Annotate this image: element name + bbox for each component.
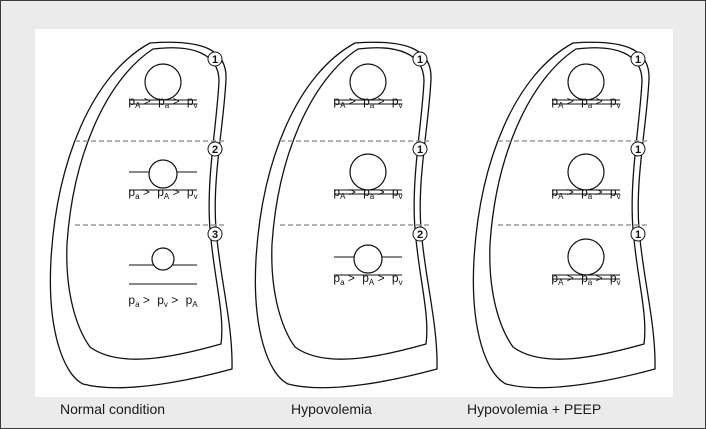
pressure-relation: pA > pa > pv [551, 271, 620, 287]
zone-number-label: 1 [212, 54, 218, 66]
pressure-relation: pA > pa > pv [551, 185, 620, 201]
lung-panel-hypovolemia: pA > pa > pv 1 pA > pa > pv 1 pa > pA > pv 2 [255, 42, 437, 387]
caption-hypovolemia: Hypovolemia [291, 401, 372, 417]
zone-number-label: 1 [417, 144, 423, 156]
caption-normal-condition: Normal condition [60, 401, 165, 417]
vessel-zone-3 [129, 248, 197, 284]
zone-number-label: 2 [212, 144, 218, 156]
pressure-relation: pA > pa > pv [128, 94, 197, 110]
lung-panel-hypovolemia-peep: pA > pa > pv 1 pA > pa > pv 1 pA > pa > pv 1 [473, 42, 655, 387]
alveolus-circle [152, 248, 174, 270]
pressure-relation: pA > pa > pv [333, 94, 402, 110]
pressure-relation: pa > pv > pA [128, 293, 198, 309]
zone-number-label: 1 [635, 144, 641, 156]
pressure-relation: pA > pa > pv [551, 94, 620, 110]
pressure-relation: pA > pa > pv [333, 185, 402, 201]
zone-number-label: 1 [635, 229, 641, 241]
zone-number-label: 1 [635, 54, 641, 66]
zone-number-label: 3 [212, 229, 218, 241]
alveolus-circle [568, 239, 604, 275]
pressure-relation: pa > pA > pv [333, 271, 402, 287]
alveolus-circle [149, 160, 177, 188]
caption-hypovolemia-peep: Hypovolemia + PEEP [467, 401, 601, 417]
pressure-relation: pa > pA > pv [128, 185, 197, 201]
zone-number-label: 1 [417, 54, 423, 66]
zone-number-label: 2 [417, 229, 423, 241]
lung-panel-normal: pA > pa > pv 1 pa > pA > pv 2 pa > pv > pA 3 [50, 42, 232, 387]
alveolus-circle [354, 245, 382, 273]
